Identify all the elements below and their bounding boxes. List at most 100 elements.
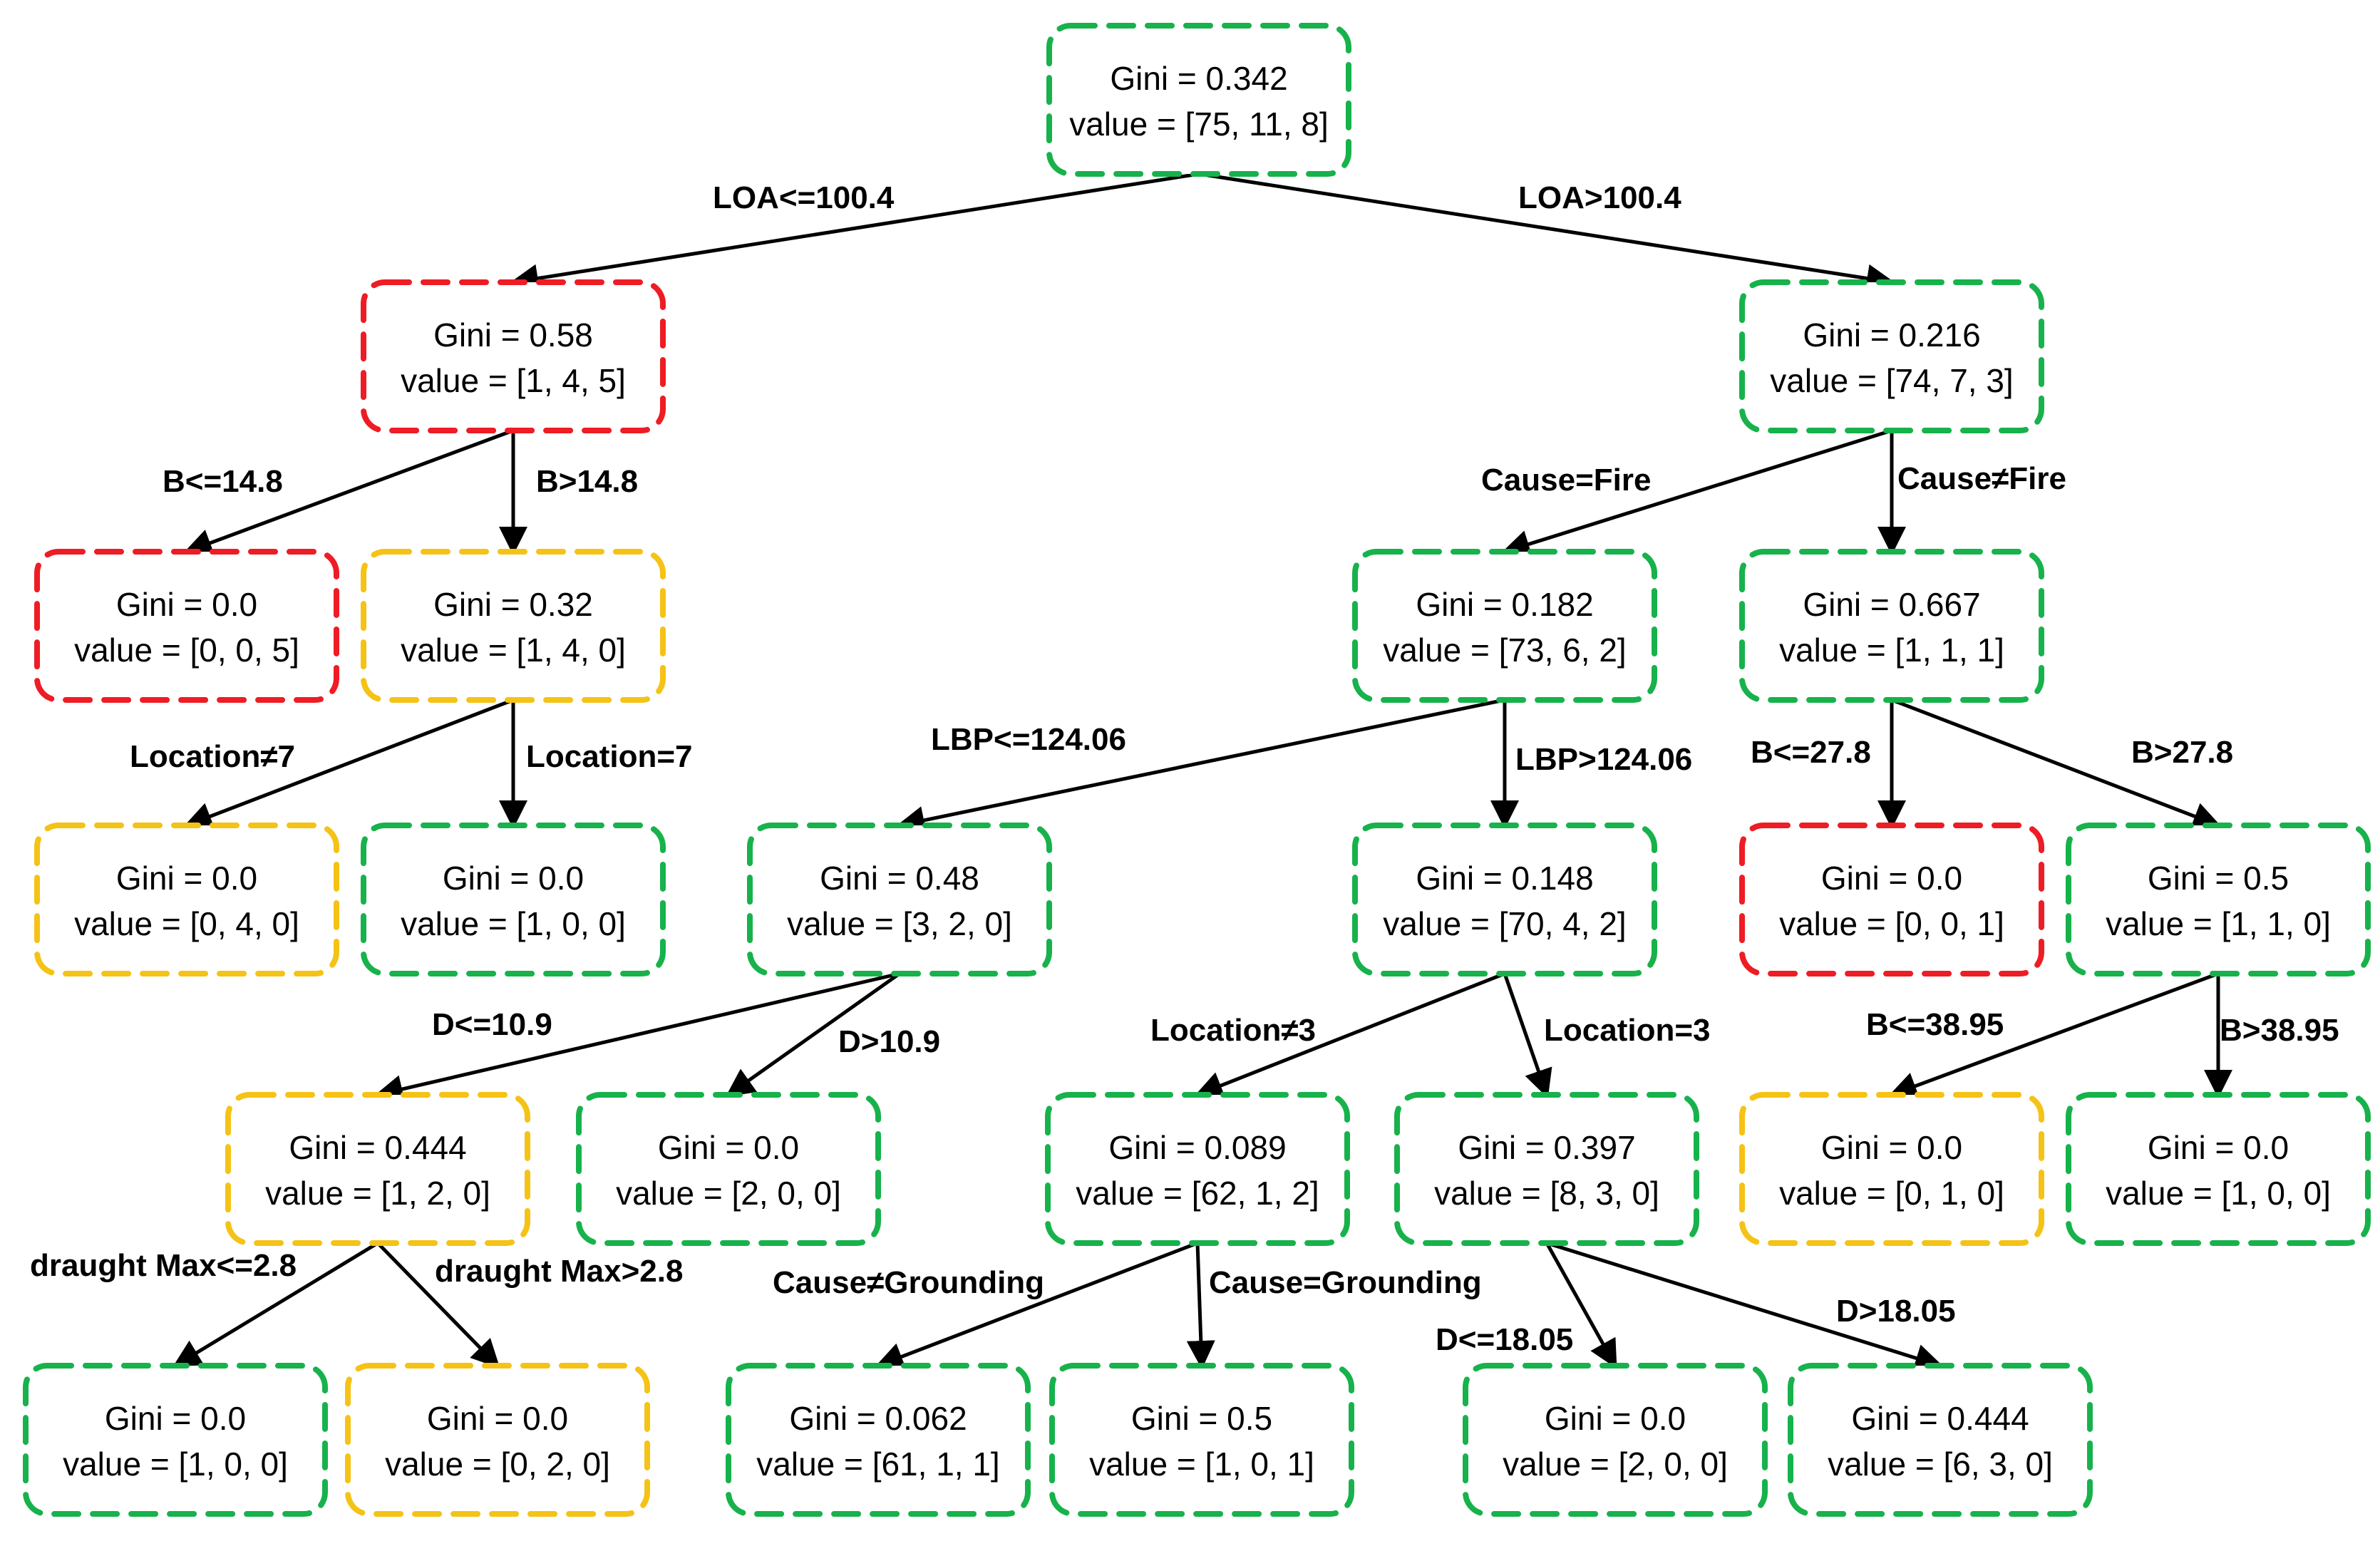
edge-label: Location=7 <box>526 739 693 774</box>
edge-n15-n21: Cause≠Grounding <box>773 1241 1198 1371</box>
node-box <box>361 279 666 433</box>
edge-arrow <box>896 698 1505 835</box>
edge-label: Cause≠Grounding <box>773 1265 1044 1300</box>
node-box <box>576 1092 881 1246</box>
node-value: value = [1, 2, 0] <box>265 1175 490 1212</box>
edge-arrow <box>1888 972 2219 1100</box>
edge-n13-n19: draught Max<=2.8 <box>30 1241 379 1368</box>
tree-node-n10: Gini = 0.148 value = [70, 4, 2] <box>1352 823 1657 976</box>
node-gini: Gini = 0.0 <box>1545 1400 1686 1437</box>
edge-label: Cause=Fire <box>1481 463 1651 498</box>
edge-n9-n14: D>10.9 <box>725 972 940 1097</box>
node-gini: Gini = 0.0 <box>658 1129 799 1166</box>
node-gini: Gini = 0.0 <box>2148 1129 2289 1166</box>
node-box <box>1049 1363 1354 1517</box>
node-box <box>1739 279 2044 433</box>
node-value: value = [1, 0, 0] <box>63 1445 288 1483</box>
node-gini: Gini = 0.0 <box>1821 860 1962 897</box>
node-gini: Gini = 0.216 <box>1803 316 1980 354</box>
node-box <box>23 1363 328 1517</box>
node-box <box>225 1092 530 1246</box>
node-box <box>1352 549 1657 703</box>
node-box <box>1739 549 2044 703</box>
edge-label: draught Max>2.8 <box>435 1254 683 1289</box>
edge-n16-n24: D>18.05 <box>1546 1241 1956 1372</box>
edge-label: LBP>124.06 <box>1515 742 1692 777</box>
edge-arrow <box>1501 428 1892 558</box>
node-value: value = [1, 0, 0] <box>2106 1175 2331 1212</box>
edge-n1-n4: B>14.8 <box>499 431 638 555</box>
node-box <box>34 823 339 976</box>
node-value: value = [6, 3, 0] <box>1828 1445 2053 1483</box>
node-box <box>1463 1363 1768 1517</box>
edge-n10-n16: Location=3 <box>1503 973 1711 1098</box>
edge-n13-n20: draught Max>2.8 <box>376 1242 683 1369</box>
node-box <box>361 549 666 703</box>
tree-node-n5: Gini = 0.182 value = [73, 6, 2] <box>1352 549 1657 703</box>
edge-label: D<=10.9 <box>432 1007 552 1042</box>
edge-label: Location≠3 <box>1150 1013 1316 1048</box>
node-value: value = [73, 6, 2] <box>1383 632 1626 669</box>
node-value: value = [0, 0, 1] <box>1779 905 2004 942</box>
edge-n1-n3: B<=14.8 <box>163 428 514 557</box>
edge-label: Cause=Grounding <box>1209 1265 1482 1300</box>
node-box <box>726 1363 1031 1517</box>
node-box <box>1394 1092 1699 1246</box>
node-gini: Gini = 0.182 <box>1416 586 1593 623</box>
tree-node-n15: Gini = 0.089 value = [62, 1, 2] <box>1045 1092 1350 1246</box>
node-value: value = [1, 4, 0] <box>401 632 626 669</box>
edge-n12-n17: B<=38.95 <box>1866 972 2219 1100</box>
node-gini: Gini = 0.444 <box>289 1129 466 1166</box>
node-value: value = [1, 4, 5] <box>401 362 626 399</box>
node-box <box>34 549 339 703</box>
edge-label: LBP<=124.06 <box>931 722 1126 757</box>
node-gini: Gini = 0.148 <box>1416 860 1593 897</box>
edge-n5-n9: LBP<=124.06 <box>896 698 1505 835</box>
node-value: value = [1, 0, 1] <box>1089 1445 1314 1483</box>
node-gini: Gini = 0.0 <box>116 860 257 897</box>
node-value: value = [70, 4, 2] <box>1383 905 1626 942</box>
node-value: value = [0, 1, 0] <box>1779 1175 2004 1212</box>
node-value: value = [2, 0, 0] <box>1503 1445 1728 1483</box>
edge-label: B<=14.8 <box>163 464 283 499</box>
node-value: value = [62, 1, 2] <box>1076 1175 1319 1212</box>
edge-n4-n7: Location≠7 <box>130 698 514 830</box>
node-gini: Gini = 0.0 <box>1821 1129 1962 1166</box>
edge-arrow <box>1545 1242 1617 1369</box>
edge-arrow <box>1198 172 1895 293</box>
edge-arrow <box>1891 698 2222 830</box>
edge-label: draught Max<=2.8 <box>30 1248 297 1283</box>
edge-n9-n13: D<=10.9 <box>374 972 900 1103</box>
tree-node-n17: Gini = 0.0 value = [0, 1, 0] <box>1739 1092 2044 1246</box>
node-gini: Gini = 0.0 <box>116 586 257 623</box>
edge-label: B>38.95 <box>2220 1013 2339 1048</box>
edge-n6-n12: B>27.8 <box>1891 698 2233 830</box>
node-gini: Gini = 0.0 <box>427 1400 568 1437</box>
edge-arrow <box>374 972 900 1103</box>
node-value: value = [3, 2, 0] <box>787 905 1012 942</box>
node-value: value = [0, 0, 5] <box>74 632 299 669</box>
tree-node-n18: Gini = 0.0 value = [1, 0, 0] <box>2066 1092 2371 1246</box>
node-box <box>361 823 666 976</box>
node-gini: Gini = 0.342 <box>1110 60 1287 97</box>
node-gini: Gini = 0.32 <box>433 586 593 623</box>
node-box <box>1046 23 1351 177</box>
edge-n2-n6: Cause≠Fire <box>1877 431 2066 555</box>
edge-label: D>18.05 <box>1836 1294 1956 1329</box>
node-box <box>1788 1363 2093 1517</box>
node-box <box>1045 1092 1350 1246</box>
node-gini: Gini = 0.089 <box>1108 1129 1286 1166</box>
node-box <box>2066 1092 2371 1246</box>
